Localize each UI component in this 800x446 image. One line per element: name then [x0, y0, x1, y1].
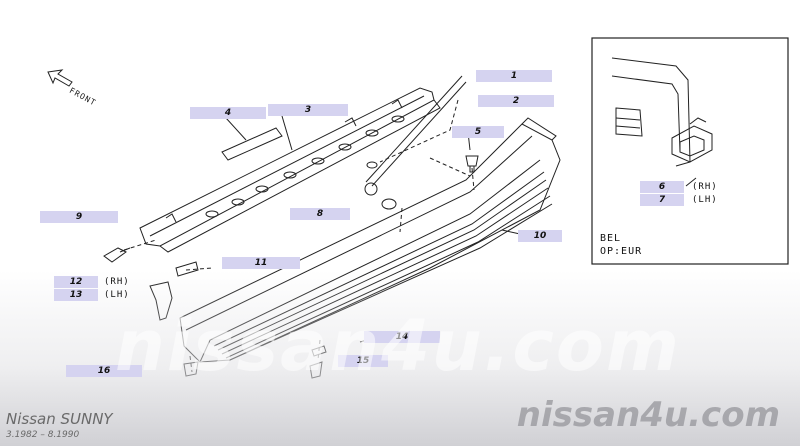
- clip-8: [381, 198, 397, 210]
- callout-15[interactable]: 15: [338, 355, 388, 367]
- callout-6[interactable]: 6: [640, 181, 684, 193]
- side-lh-7: (LH): [692, 195, 718, 205]
- callout-2[interactable]: 2: [478, 95, 554, 107]
- bumper-strip: [221, 127, 283, 161]
- callout-9[interactable]: 9: [40, 211, 118, 223]
- callout-16[interactable]: 16: [66, 365, 142, 377]
- front-arrow-icon: [47, 69, 73, 87]
- callout-1[interactable]: 1: [476, 70, 552, 82]
- callout-13[interactable]: 13: [54, 289, 98, 301]
- model-years: 3.1982 – 8.1990: [6, 430, 80, 440]
- side-rh-6: (RH): [692, 182, 718, 192]
- callout-12[interactable]: 12: [54, 276, 98, 288]
- inset-market-line1: BEL: [600, 233, 622, 244]
- inset-lamp: [611, 57, 713, 167]
- callout-11[interactable]: 11: [222, 257, 300, 269]
- bumper-reinforcement: [139, 87, 441, 253]
- inset-frame: [591, 37, 789, 265]
- side-rh-12: (RH): [104, 277, 130, 287]
- callout-10[interactable]: 10: [518, 230, 562, 242]
- watermark-small: nissan4u.com: [516, 395, 780, 435]
- inset-market-line2: OP:EUR: [600, 246, 643, 257]
- side-lh-13: (LH): [104, 290, 130, 300]
- callout-14[interactable]: 14: [364, 331, 440, 343]
- callout-8[interactable]: 8: [290, 208, 350, 220]
- watermark-large: nissan4u.com: [115, 305, 681, 387]
- callout-3[interactable]: 3: [268, 104, 348, 116]
- callout-5[interactable]: 5: [452, 126, 504, 138]
- callout-7[interactable]: 7: [640, 194, 684, 206]
- callout-4[interactable]: 4: [190, 107, 266, 119]
- model-name: Nissan SUNNY: [6, 410, 113, 428]
